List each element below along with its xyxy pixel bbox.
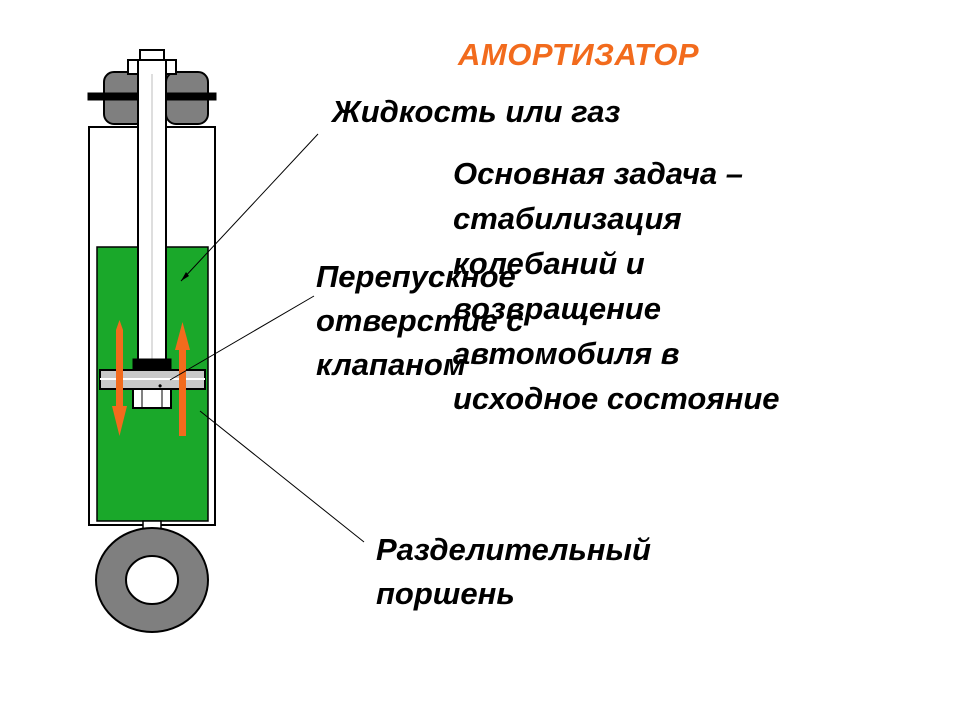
label-fluid-or-gas: Жидкость или газ [332,94,621,129]
leader-bypass [169,295,315,381]
flow-arrow-up [175,322,190,436]
valve-marker: • [158,379,162,393]
piston-nut [132,388,172,409]
piston-top-plate [132,358,172,370]
diagram-title: АМОРТИЗАТОР [458,37,700,72]
label-separating-piston: Разделительный поршень [376,532,651,611]
label-main-task: Основная задача – стабилизация колебаний… [453,156,780,416]
bottom-eye-hole [125,555,179,605]
piston-rod [137,59,167,366]
leader-piston [199,410,365,543]
leader-fluid [180,133,319,282]
flow-arrow-down [112,320,127,436]
label-bypass-valve: Перепускное отверстие с клапаном [316,259,524,382]
